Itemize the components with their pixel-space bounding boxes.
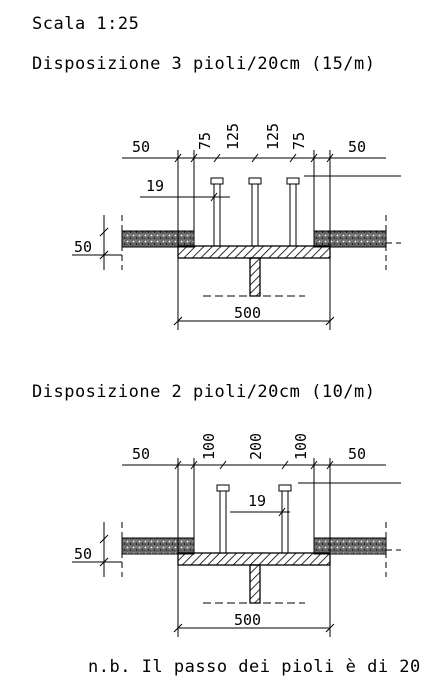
studs	[210, 177, 300, 246]
section-layout-1	[72, 150, 401, 330]
dim-left-2: 50	[132, 445, 150, 463]
scale-label: Scala 1:25	[32, 14, 140, 34]
labels-layout-1: 50 50 75 125 125 75 19 50 500	[74, 123, 366, 322]
beam-web	[249, 257, 261, 297]
dim-left-1: 50	[132, 138, 150, 156]
dim-right-1: 50	[348, 138, 366, 156]
dim-v1-2: 100	[200, 433, 218, 460]
labels-layout-2: 50 50 100 200 100 19 50 500	[74, 433, 366, 629]
dim-stud-1: 19	[146, 177, 164, 195]
layout2-title: Disposizione 2 pioli/20cm (10/m)	[32, 382, 376, 402]
dim-right-2: 50	[348, 445, 366, 463]
studs-2	[216, 484, 292, 553]
concrete-slab-left-2	[121, 537, 195, 555]
dim-width-1: 500	[234, 304, 261, 322]
dim-width-2: 500	[234, 611, 261, 629]
footnote: n.b. Il passo dei pioli è di 20	[88, 657, 421, 677]
dim-v3-2: 100	[292, 433, 310, 460]
dim-height-1: 50	[74, 238, 92, 256]
section-layout-2	[72, 458, 401, 637]
layout1-title: Disposizione 3 pioli/20cm (15/m)	[32, 54, 376, 74]
beam-flange	[177, 245, 331, 259]
dim-v1-1: 75	[196, 132, 214, 150]
beam-web-2	[249, 564, 261, 604]
drawing-canvas: 50 50 75 125 125 75 19 50 500	[72, 123, 401, 637]
dim-v4-1: 75	[290, 132, 308, 150]
dim-height-2: 50	[74, 545, 92, 563]
dim-v2-2: 200	[247, 433, 265, 460]
dim-v2-1: 125	[224, 123, 242, 150]
concrete-slab-right-2	[313, 537, 387, 555]
dim-v3-1: 125	[264, 123, 282, 150]
concrete-slab-left	[121, 230, 195, 248]
dim-stud-2: 19	[248, 492, 266, 510]
concrete-slab-right	[313, 230, 387, 248]
beam-flange-2	[177, 552, 331, 566]
